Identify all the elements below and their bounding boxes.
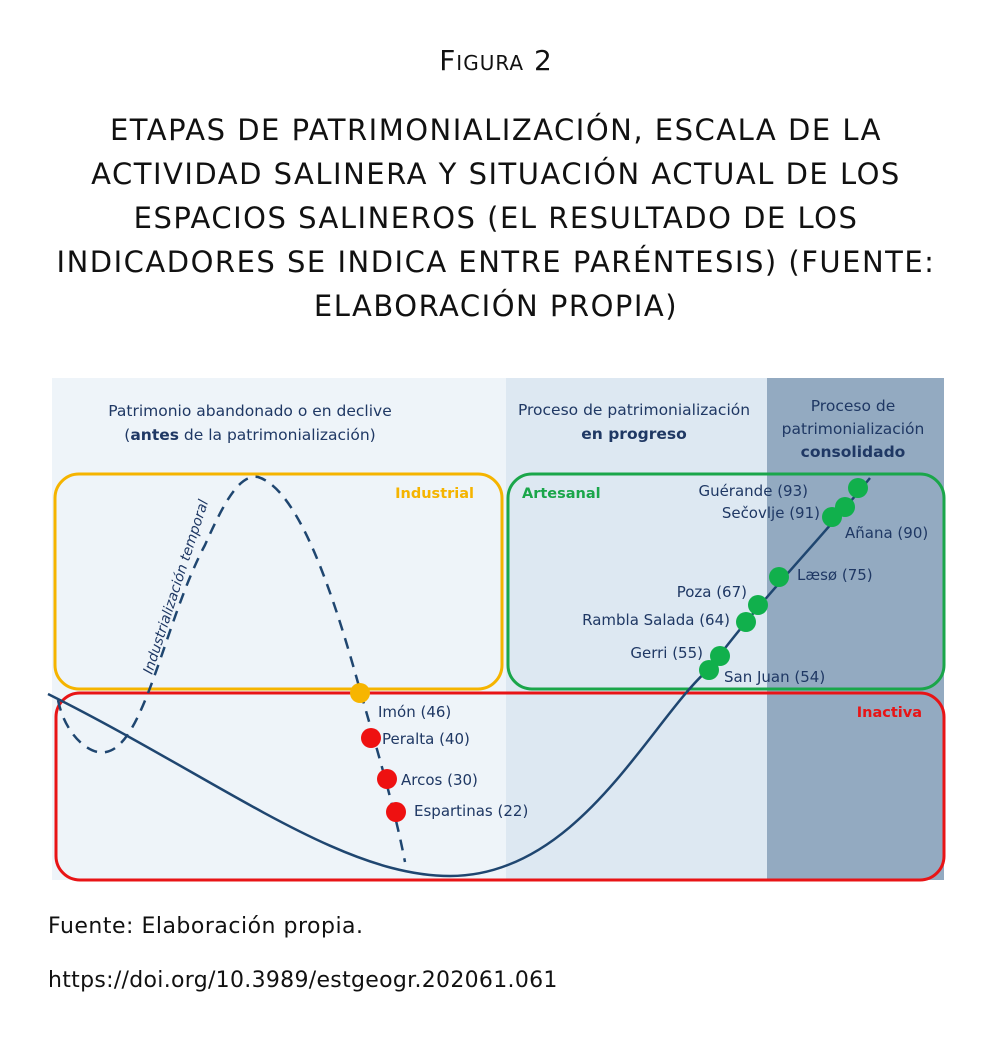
site-label-4: Poza (67) — [677, 583, 747, 601]
source-note: Fuente: Elaboración propia. — [48, 914, 364, 939]
site-dot-9 — [361, 728, 381, 748]
site-label-2: Añana (90) — [845, 524, 928, 542]
site-dot-2 — [822, 507, 842, 527]
stage-abandoned-line2: (antes de la patrimonialización) — [124, 426, 375, 444]
stage-consolidated-line3: consolidado — [801, 443, 906, 461]
site-dot-7 — [699, 660, 719, 680]
site-label-8: Imón (46) — [378, 703, 451, 721]
site-label-3: Læsø (75) — [797, 566, 873, 584]
zone-progress — [506, 378, 767, 880]
site-dot-3 — [769, 567, 789, 587]
site-label-11: Espartinas (22) — [414, 802, 528, 820]
zone-abandoned — [52, 378, 506, 880]
site-dot-5 — [736, 612, 756, 632]
site-dot-6 — [710, 646, 730, 666]
industrialization-curve — [56, 475, 407, 863]
box-industrial-label: Industrial — [395, 486, 474, 502]
site-label-6: Gerri (55) — [630, 644, 703, 662]
lifecycle-curve — [47, 477, 871, 878]
stage-consolidated-line1: Proceso de — [811, 397, 896, 415]
site-dot-0 — [848, 478, 868, 498]
site-label-5: Rambla Salada (64) — [582, 611, 730, 629]
stage-consolidated-line2: patrimonialización — [782, 420, 925, 438]
site-markers: Guérande (93) Sečovlje (91) Añana (90) Læsø… — [350, 478, 928, 822]
site-label-7: San Juan (54) — [724, 668, 825, 686]
site-label-10: Arcos (30) — [401, 771, 478, 789]
site-label-9: Peralta (40) — [382, 730, 470, 748]
doi-link[interactable]: https://doi.org/10.3989/estgeogr.202061.… — [48, 968, 558, 993]
box-artesanal — [506, 472, 946, 691]
zone-consolidated — [767, 378, 944, 880]
box-artesanal-label: Artesanal — [522, 486, 601, 502]
site-dot-10 — [377, 769, 397, 789]
box-inactiva — [54, 691, 946, 882]
stage-progress-line1: Proceso de patrimonialización — [518, 401, 750, 419]
site-dot-4 — [748, 595, 768, 615]
stage-progress-line2: en progreso — [581, 425, 686, 443]
site-dot-11 — [386, 802, 406, 822]
stage-abandoned-line1: Patrimonio abandonado o en declive — [108, 402, 392, 420]
site-label-0: Guérande (93) — [698, 482, 808, 500]
box-industrial — [53, 472, 504, 691]
site-label-1: Sečovlje (91) — [722, 504, 820, 522]
figure-label: Figura 2 — [439, 44, 553, 77]
site-dot-8 — [350, 683, 370, 703]
box-inactiva-label: Inactiva — [857, 705, 922, 721]
figure-title: Etapas de patrimonialización, escala de … — [56, 113, 936, 323]
